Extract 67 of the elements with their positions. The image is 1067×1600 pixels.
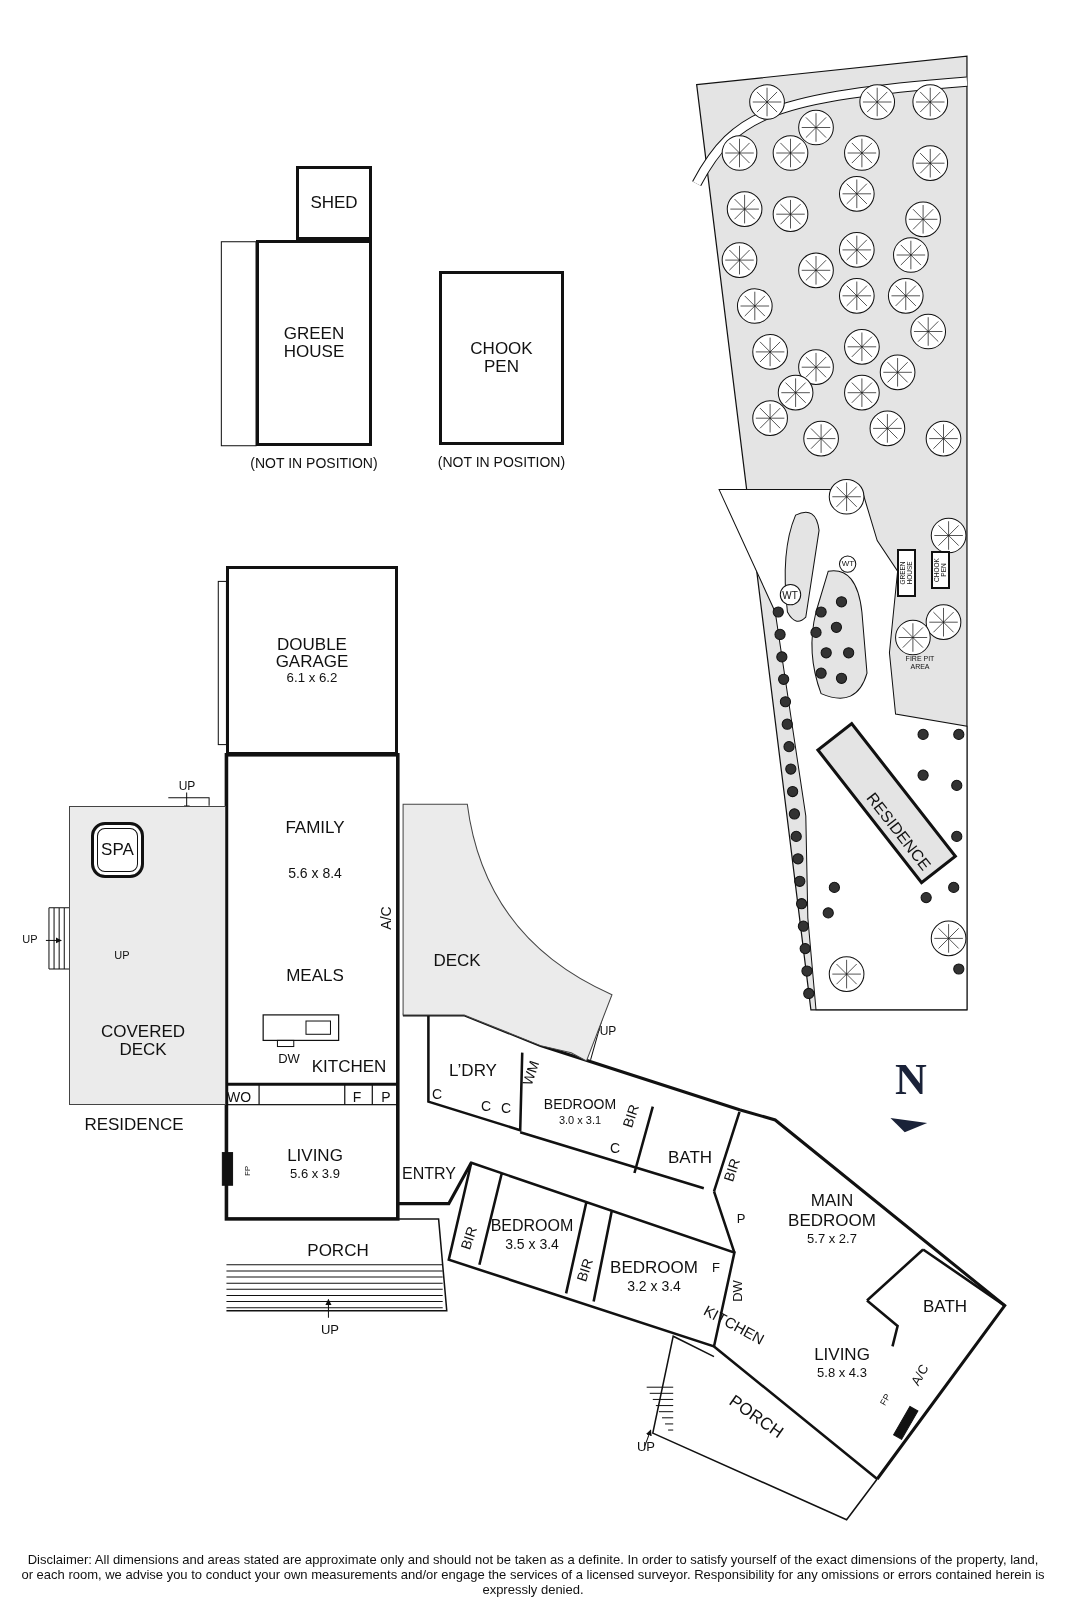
plan-label: KITCHEN	[311, 1058, 387, 1076]
plan-label: LIVING	[287, 1147, 343, 1165]
room-label: SPA	[100, 841, 135, 859]
plan-label: 3.0 x 3.1	[558, 1115, 602, 1127]
plan-label: UP	[636, 1440, 656, 1454]
room-label: SHED	[309, 194, 359, 212]
plan-label: A/C	[378, 906, 394, 930]
plan-label: 5.6 x 8.4	[288, 865, 342, 881]
plan-label: UP	[599, 1024, 617, 1038]
plan-label: 5.8 x 4.3	[817, 1366, 867, 1380]
plan-label: C	[431, 1086, 443, 1102]
plan-label: DW	[731, 1280, 745, 1302]
plan-label: UP	[22, 934, 38, 946]
deck-area	[69, 806, 226, 1105]
note-text: (NOT IN POSITION)	[250, 455, 378, 471]
plan-label: UP	[178, 779, 196, 793]
disclaimer-text: Disclaimer: All dimensions and areas stated are approximate only and should not be taken as a definite. In order to satisfy yourself of the exact dimensions of the property, land, or each room, we advise you to conduct your own measurements and/or engage the services of a licensed surveyor. Responsibility for any omissions or errors contained herein is expressly denied.	[20, 1552, 1046, 1598]
plan-label: FP	[243, 1165, 253, 1177]
plan-label: MEALS	[286, 967, 344, 985]
plan-label: DW	[278, 1052, 300, 1066]
building-outline	[226, 566, 398, 755]
plan-label: 3.5 x 3.4	[505, 1236, 559, 1252]
plan-label: WT	[782, 590, 798, 602]
plan-label: UP	[114, 950, 130, 962]
plan-label: P	[736, 1212, 746, 1226]
plan-label: BATH	[667, 1149, 713, 1167]
plan-label: 5.6 x 3.9	[290, 1167, 340, 1181]
building-outline	[296, 166, 372, 240]
plan-label: C	[609, 1140, 621, 1156]
plan-label: RESIDENCE	[84, 1116, 184, 1134]
plan-label: BEDROOM	[610, 1259, 698, 1277]
plan-label: BEDROOM	[490, 1217, 574, 1235]
plan-label: LIVING	[814, 1346, 870, 1364]
plan-label: L’DRY	[449, 1062, 497, 1080]
plan-label: BIR	[574, 1256, 596, 1284]
plan-label: BIR	[721, 1156, 743, 1184]
plan-label: ENTRY	[402, 1165, 456, 1183]
room-label: GREEN HOUSE	[282, 325, 346, 361]
plan-label: BEDROOM	[543, 1096, 617, 1112]
spa-outline	[91, 822, 144, 878]
building-outline	[897, 549, 916, 597]
plan-label: 5.7 x 2.7	[807, 1232, 857, 1246]
plan-label: PORCH	[307, 1242, 369, 1260]
room-label: COVERED DECK	[99, 1023, 187, 1059]
plan-label: C	[480, 1098, 492, 1114]
plan-label: WT	[841, 559, 855, 569]
building-outline	[931, 551, 950, 589]
plan-label: BATH	[922, 1298, 968, 1316]
plan-label: WO	[226, 1089, 252, 1105]
plan-label: F	[712, 1261, 720, 1275]
room-label: CHOOK PEN	[469, 340, 534, 376]
plan-label: C	[500, 1100, 512, 1116]
note-text: (NOT IN POSITION)	[437, 454, 566, 470]
plan-label: BIR	[620, 1102, 642, 1130]
plan-label: P	[381, 1089, 391, 1105]
plan-label: FP	[879, 1392, 893, 1408]
plan-label: WM	[520, 1058, 542, 1088]
plan-label: FAMILY	[285, 819, 345, 837]
plan-label: MAIN BEDROOM	[787, 1191, 877, 1231]
plan-label: 3.2 x 3.4	[627, 1278, 681, 1294]
plan-label: F	[352, 1089, 362, 1105]
plan-label: UP	[320, 1323, 340, 1337]
north-label: N	[895, 1056, 927, 1104]
room-dimensions: 6.1 x 6.2	[285, 671, 339, 686]
plan-label: BIR	[458, 1224, 480, 1252]
room-label: DECK	[432, 952, 482, 970]
room-label: DOUBLE GARAGE	[274, 635, 350, 672]
